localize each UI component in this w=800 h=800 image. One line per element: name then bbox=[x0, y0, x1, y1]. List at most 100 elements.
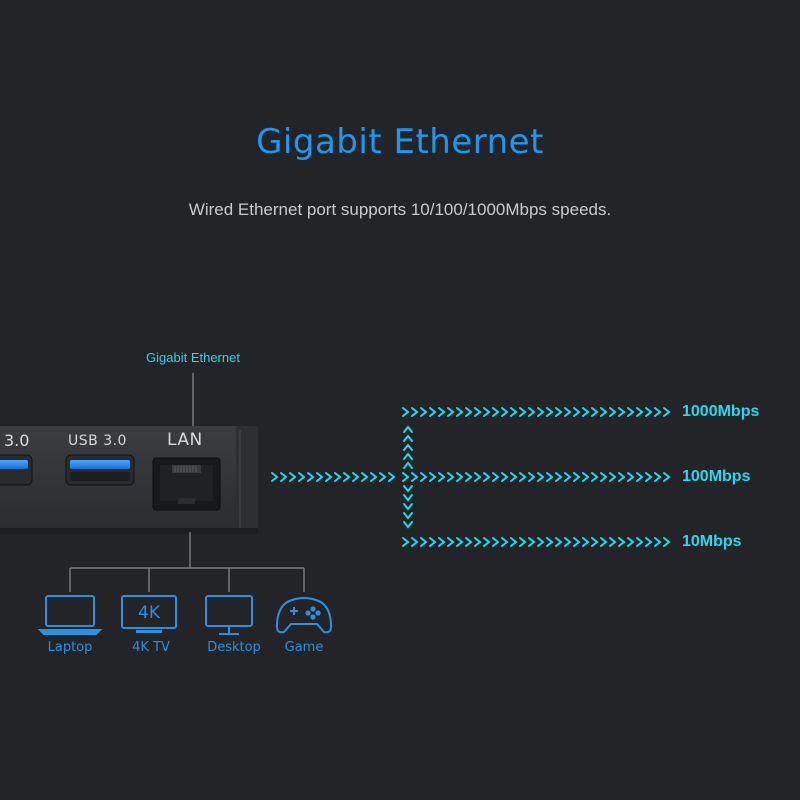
arrow-chevron-speed-1 bbox=[447, 472, 455, 482]
arrow-chevron-speed-1 bbox=[474, 472, 482, 482]
arrow-chevron-speed-2 bbox=[510, 537, 518, 547]
arrow-chevron-speed-0 bbox=[546, 407, 554, 417]
arrow-chevron-speed-2 bbox=[555, 537, 563, 547]
arrow-chevron-speed-0 bbox=[474, 407, 482, 417]
arrow-chevron-speed-0 bbox=[555, 407, 563, 417]
arrow-chevron-speed-1 bbox=[645, 472, 653, 482]
arrow-chevron-speed-2 bbox=[591, 537, 599, 547]
arrow-chevron-speed-1 bbox=[600, 472, 608, 482]
arrow-chevron-speed-0 bbox=[447, 407, 455, 417]
lan-port bbox=[152, 457, 221, 511]
arrow-chevron-speed-1 bbox=[537, 472, 545, 482]
arrow-chevron-speed-1 bbox=[546, 472, 554, 482]
arrow-chevron-speed-0 bbox=[411, 407, 419, 417]
arrow-chevron-speed-0 bbox=[519, 407, 527, 417]
arrow-chevron-input bbox=[298, 472, 306, 482]
arrow-chevron-up bbox=[403, 443, 413, 451]
usb-port bbox=[65, 454, 135, 486]
arrow-chevron-speed-1 bbox=[636, 472, 644, 482]
arrow-chevron-speed-2 bbox=[618, 537, 626, 547]
device-label-tv: 4K TV bbox=[132, 640, 170, 655]
arrow-chevron-speed-0 bbox=[501, 407, 509, 417]
arrow-chevron-speed-2 bbox=[627, 537, 635, 547]
arrow-chevron-speed-2 bbox=[483, 537, 491, 547]
arrow-chevron-input bbox=[343, 472, 351, 482]
arrow-chevron-speed-0 bbox=[654, 407, 662, 417]
arrow-chevron-input bbox=[307, 472, 315, 482]
arrow-chevron-speed-0 bbox=[456, 407, 464, 417]
speed-label-100: 100Mbps bbox=[682, 468, 751, 485]
arrow-chevron-down bbox=[403, 494, 413, 502]
arrow-chevron-speed-1 bbox=[501, 472, 509, 482]
arrow-chevron-speed-0 bbox=[420, 407, 428, 417]
arrow-chevron-input bbox=[316, 472, 324, 482]
speed-label-10: 10Mbps bbox=[682, 533, 742, 550]
arrow-chevron-speed-2 bbox=[402, 537, 410, 547]
arrow-chevron-up bbox=[403, 434, 413, 442]
arrow-chevron-speed-1 bbox=[402, 472, 410, 482]
arrow-chevron-speed-2 bbox=[492, 537, 500, 547]
arrow-chevron-speed-2 bbox=[411, 537, 419, 547]
device-label-desktop: Desktop bbox=[207, 640, 261, 655]
arrow-chevron-speed-2 bbox=[582, 537, 590, 547]
arrow-chevron-down bbox=[403, 512, 413, 520]
usb-port-partial-label: 3.0 bbox=[4, 431, 30, 450]
arrow-chevron-input bbox=[388, 472, 396, 482]
arrow-chevron-speed-1 bbox=[456, 472, 464, 482]
arrow-chevron-speed-2 bbox=[609, 537, 617, 547]
arrow-chevron-down bbox=[403, 503, 413, 511]
page-subtitle: Wired Ethernet port supports 10/100/1000… bbox=[188, 200, 612, 219]
arrow-chevron-speed-1 bbox=[519, 472, 527, 482]
arrow-chevron-speed-1 bbox=[438, 472, 446, 482]
arrow-chevron-speed-0 bbox=[528, 407, 536, 417]
arrow-chevron-speed-1 bbox=[420, 472, 428, 482]
arrow-chevron-speed-2 bbox=[654, 537, 662, 547]
arrow-chevron-speed-0 bbox=[627, 407, 635, 417]
device-label-laptop: Laptop bbox=[47, 640, 93, 655]
arrow-chevron-speed-2 bbox=[465, 537, 473, 547]
arrow-chevron-speed-1 bbox=[591, 472, 599, 482]
arrow-chevron-speed-0 bbox=[537, 407, 545, 417]
arrow-chevron-speed-1 bbox=[654, 472, 662, 482]
arrow-chevron-up bbox=[403, 425, 413, 433]
arrow-chevron-speed-0 bbox=[573, 407, 581, 417]
arrow-chevron-speed-2 bbox=[645, 537, 653, 547]
speed-label-1000: 1000Mbps bbox=[682, 403, 760, 420]
speed-arrows bbox=[271, 407, 671, 547]
arrow-chevron-speed-0 bbox=[429, 407, 437, 417]
arrow-chevron-speed-1 bbox=[411, 472, 419, 482]
arrow-chevron-speed-2 bbox=[546, 537, 554, 547]
arrow-chevron-speed-2 bbox=[528, 537, 536, 547]
arrow-chevron-speed-0 bbox=[438, 407, 446, 417]
arrow-chevron-speed-2 bbox=[663, 537, 671, 547]
usb-port-label: USB 3.0 bbox=[68, 433, 127, 449]
arrow-chevron-input bbox=[271, 472, 279, 482]
arrow-chevron-speed-0 bbox=[600, 407, 608, 417]
arrow-chevron-speed-2 bbox=[474, 537, 482, 547]
device-connector-lines bbox=[69, 532, 305, 592]
arrow-chevron-input bbox=[289, 472, 297, 482]
arrow-chevron-speed-2 bbox=[501, 537, 509, 547]
arrow-chevron-speed-1 bbox=[555, 472, 563, 482]
arrow-chevron-speed-1 bbox=[483, 472, 491, 482]
arrow-chevron-speed-1 bbox=[492, 472, 500, 482]
arrow-chevron-speed-1 bbox=[510, 472, 518, 482]
arrow-chevron-speed-1 bbox=[564, 472, 572, 482]
arrow-chevron-speed-0 bbox=[564, 407, 572, 417]
gigabit-callout-label: Gigabit Ethernet bbox=[146, 350, 240, 365]
arrow-chevron-speed-2 bbox=[438, 537, 446, 547]
arrow-chevron-up bbox=[403, 452, 413, 460]
arrow-chevron-speed-0 bbox=[465, 407, 473, 417]
desktop-icon bbox=[205, 595, 253, 635]
arrow-chevron-speed-2 bbox=[636, 537, 644, 547]
arrow-chevron-speed-2 bbox=[564, 537, 572, 547]
arrow-chevron-speed-2 bbox=[420, 537, 428, 547]
arrow-chevron-speed-0 bbox=[636, 407, 644, 417]
arrow-chevron-speed-1 bbox=[582, 472, 590, 482]
arrow-chevron-speed-0 bbox=[609, 407, 617, 417]
arrow-chevron-speed-1 bbox=[627, 472, 635, 482]
arrow-chevron-down bbox=[403, 521, 413, 529]
arrow-chevron-input bbox=[352, 472, 360, 482]
arrow-chevron-input bbox=[334, 472, 342, 482]
arrow-chevron-speed-2 bbox=[519, 537, 527, 547]
